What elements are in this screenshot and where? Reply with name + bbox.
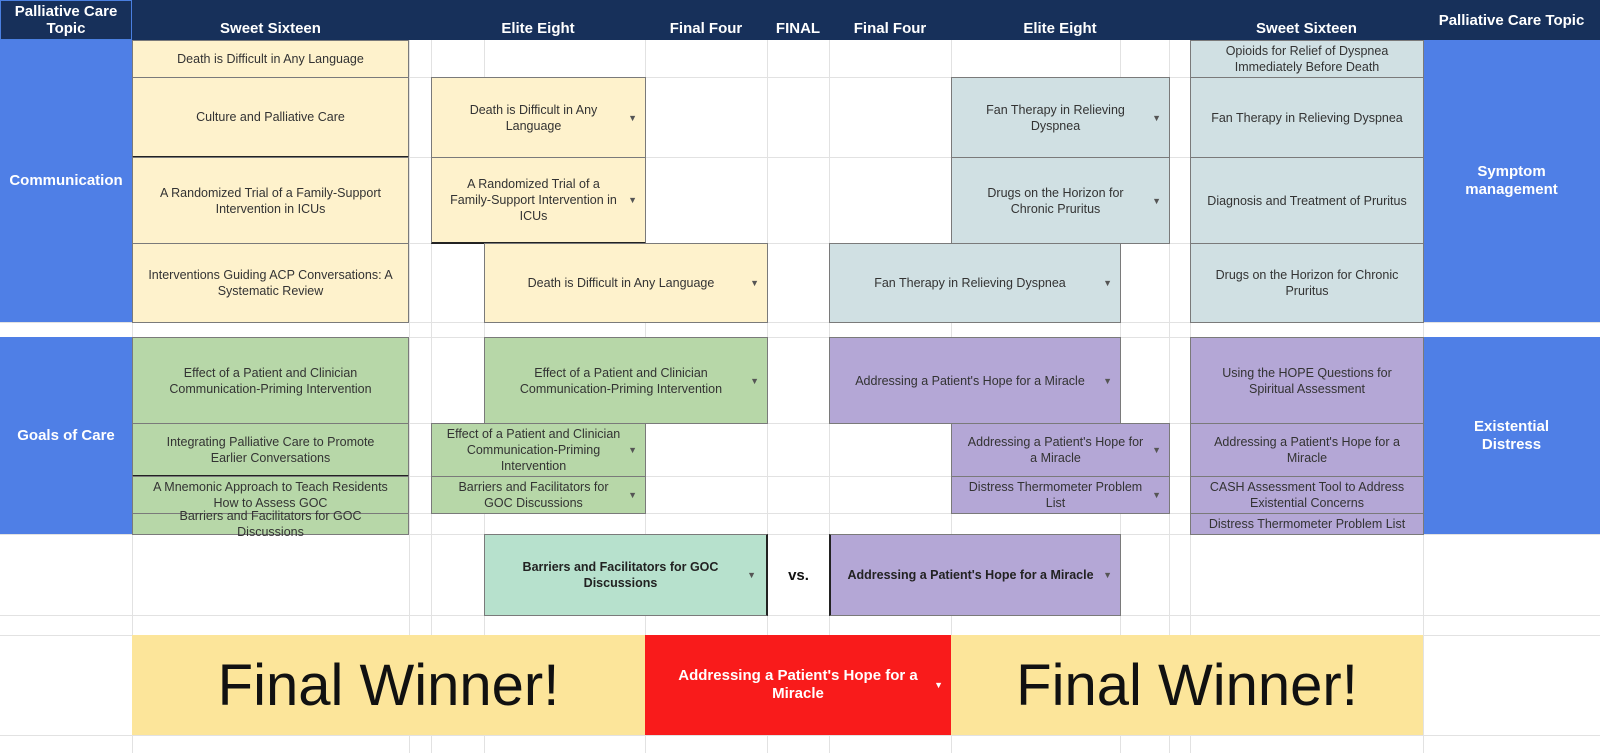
dropdown-arrow-icon[interactable]: ▼	[750, 375, 759, 386]
sweet-left-6[interactable]: Integrating Palliative Care to Promote E…	[132, 423, 409, 477]
dropdown-arrow-icon[interactable]: ▼	[1152, 112, 1161, 123]
elite-left-2[interactable]: A Randomized Trial of a Family-Support I…	[431, 157, 646, 244]
dropdown-arrow-icon[interactable]: ▼	[1152, 490, 1161, 500]
elite-right-4-label: Distress Thermometer Problem List	[968, 480, 1143, 510]
topic-symptom-management[interactable]: Symptom management	[1423, 40, 1600, 322]
final-match-left-label: Barriers and Facilitators for GOC Discus…	[522, 560, 719, 590]
dropdown-arrow-icon[interactable]: ▼	[628, 445, 637, 455]
elite-right-2[interactable]: Drugs on the Horizon for Chronic Pruritu…	[951, 157, 1170, 244]
champion-select[interactable]: Addressing a Patient's Hope for a Miracl…	[645, 635, 951, 735]
final-match-left[interactable]: Barriers and Facilitators for GOC Discus…	[484, 534, 768, 616]
header-topic-left[interactable]: Palliative Care Topic	[0, 0, 132, 40]
sweet-left-1[interactable]: Death is Difficult in Any Language	[132, 40, 409, 78]
elite-left-1-label: Death is Difficult in Any Language	[469, 102, 598, 133]
final4-left-2-label: Effect of a Patient and Clinician Commun…	[519, 365, 723, 396]
elite-right-3[interactable]: Addressing a Patient's Hope for a Miracl…	[951, 423, 1170, 477]
elite-left-3[interactable]: Effect of a Patient and Clinician Commun…	[431, 423, 646, 477]
topic-existential-distress[interactable]: Existential Distress	[1423, 337, 1600, 534]
elite-left-4[interactable]: Barriers and Facilitators for GOC Discus…	[431, 476, 646, 514]
sweet-left-2[interactable]: Culture and Palliative Care	[132, 77, 409, 158]
dropdown-arrow-icon[interactable]: ▼	[628, 490, 637, 500]
sweet-right-3[interactable]: Diagnosis and Treatment of Pruritus	[1190, 157, 1424, 244]
dropdown-arrow-icon[interactable]: ▼	[1103, 375, 1112, 386]
final-match-right-label: Addressing a Patient's Hope for a Miracl…	[847, 568, 1094, 582]
final-winner-right: Final Winner!	[951, 635, 1423, 735]
final4-left-1-label: Death is Difficult in Any Language	[527, 276, 715, 290]
header-sweet-left[interactable]: Sweet Sixteen	[220, 20, 321, 37]
final4-right-1-label: Fan Therapy in Relieving Dyspnea	[874, 276, 1066, 290]
final-match-right[interactable]: Addressing a Patient's Hope for a Miracl…	[829, 534, 1121, 616]
header-elite-right[interactable]: Elite Eight	[1023, 20, 1097, 37]
sweet-left-3[interactable]: A Randomized Trial of a Family-Support I…	[132, 157, 409, 244]
dropdown-arrow-icon[interactable]: ▼	[628, 195, 637, 205]
dropdown-arrow-icon[interactable]: ▼	[1103, 570, 1112, 580]
elite-right-1[interactable]: Fan Therapy in Relieving Dyspnea ▼	[951, 77, 1170, 158]
dropdown-arrow-icon[interactable]: ▼	[747, 570, 756, 580]
header-elite-left[interactable]: Elite Eight	[501, 20, 575, 37]
vs-label: vs.	[788, 566, 809, 584]
sweet-left-5[interactable]: Effect of a Patient and Clinician Commun…	[132, 337, 409, 424]
header-row	[0, 0, 1600, 40]
final4-right-1[interactable]: Fan Therapy in Relieving Dyspnea ▼	[829, 243, 1121, 323]
final4-left-2[interactable]: Effect of a Patient and Clinician Commun…	[484, 337, 768, 424]
elite-left-2-label: A Randomized Trial of a Family-Support I…	[450, 177, 617, 223]
sweet-left-8[interactable]: Barriers and Facilitators for GOC Discus…	[132, 509, 409, 539]
elite-left-1[interactable]: Death is Difficult in Any Language ▼	[431, 77, 646, 158]
elite-right-4[interactable]: Distress Thermometer Problem List ▼	[951, 476, 1170, 514]
sweet-right-4[interactable]: Drugs on the Horizon for Chronic Pruritu…	[1190, 243, 1424, 323]
sweet-right-7[interactable]: CASH Assessment Tool to Address Existent…	[1190, 476, 1424, 514]
champion-label: Addressing a Patient's Hope for a Miracl…	[678, 667, 918, 702]
sweet-right-8[interactable]: Distress Thermometer Problem List	[1190, 513, 1424, 535]
sweet-right-1[interactable]: Opioids for Relief of Dyspnea Immediatel…	[1190, 40, 1424, 78]
final4-left-1[interactable]: Death is Difficult in Any Language ▼	[484, 243, 768, 323]
sweet-left-7[interactable]: A Mnemonic Approach to Teach Residents H…	[132, 476, 409, 514]
final-winner-left: Final Winner!	[132, 635, 645, 735]
final4-right-2-label: Addressing a Patient's Hope for a Miracl…	[855, 373, 1085, 388]
sweet-right-2[interactable]: Fan Therapy in Relieving Dyspnea	[1190, 77, 1424, 158]
dropdown-arrow-icon[interactable]: ▼	[628, 112, 637, 123]
elite-left-4-label: Barriers and Facilitators for GOC Discus…	[458, 480, 609, 510]
final4-right-2[interactable]: Addressing a Patient's Hope for a Miracl…	[829, 337, 1121, 424]
header-sweet-right[interactable]: Sweet Sixteen	[1256, 20, 1357, 37]
header-final4-right[interactable]: Final Four	[853, 20, 927, 37]
elite-right-3-label: Addressing a Patient's Hope for a Miracl…	[967, 435, 1144, 465]
elite-right-2-label: Drugs on the Horizon for Chronic Pruritu…	[987, 185, 1124, 216]
topic-communication[interactable]: Communication	[0, 40, 132, 322]
dropdown-arrow-icon[interactable]: ▼	[1152, 445, 1161, 455]
header-topic-right[interactable]: Palliative Care Topic	[1438, 11, 1585, 29]
dropdown-arrow-icon[interactable]: ▼	[750, 278, 759, 288]
topic-goals-of-care[interactable]: Goals of Care	[0, 337, 132, 534]
header-final[interactable]: FINAL	[775, 20, 821, 37]
dropdown-arrow-icon[interactable]: ▼	[1103, 278, 1112, 288]
header-final4-left[interactable]: Final Four	[669, 20, 743, 37]
sweet-left-4[interactable]: Interventions Guiding ACP Conversations:…	[132, 243, 409, 323]
sweet-right-6[interactable]: Addressing a Patient's Hope for a Miracl…	[1190, 423, 1424, 477]
dropdown-arrow-icon[interactable]: ▼	[1152, 195, 1161, 206]
dropdown-arrow-icon[interactable]: ▼	[934, 680, 943, 690]
elite-left-3-label: Effect of a Patient and Clinician Commun…	[446, 427, 621, 473]
elite-right-1-label: Fan Therapy in Relieving Dyspnea	[986, 102, 1125, 133]
sweet-right-5[interactable]: Using the HOPE Questions for Spiritual A…	[1190, 337, 1424, 424]
